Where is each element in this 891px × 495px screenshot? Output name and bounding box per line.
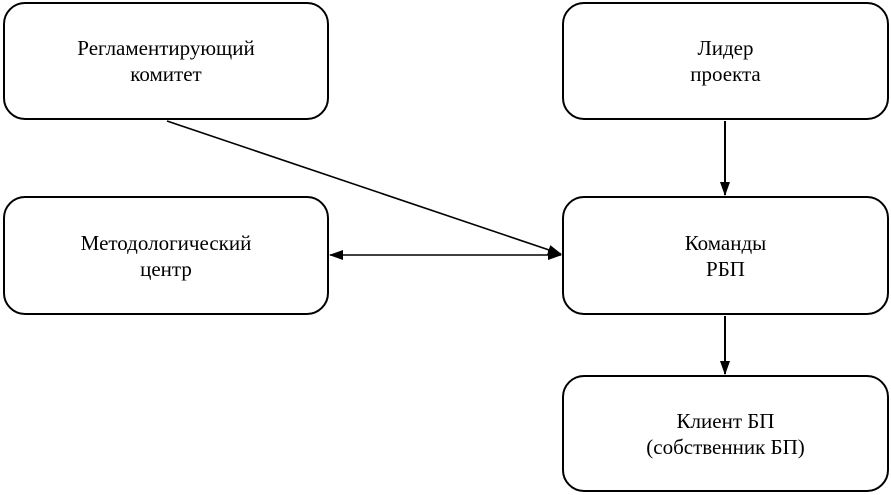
node-label-line: РБП xyxy=(706,256,745,281)
node-bp-client: Клиент БП (собственник БП) xyxy=(562,375,889,492)
node-label-line: Клиент БП xyxy=(676,408,775,433)
node-project-leader: Лидер проекта xyxy=(562,2,889,120)
edge-reg-to-team xyxy=(166,120,562,255)
node-label-line: Регламентирующий xyxy=(77,36,255,60)
node-label-line: (собственник БП) xyxy=(646,434,805,459)
node-label-line: центр xyxy=(140,256,192,281)
node-label-line: проекта xyxy=(690,62,761,86)
node-rbp-teams: Команды РБП xyxy=(562,196,889,315)
node-label-line: Методологический xyxy=(80,230,252,255)
node-regulatory-committee: Регламентирующий комитет xyxy=(3,2,329,120)
node-label-line: Лидер xyxy=(697,36,754,60)
node-label-line: Команды xyxy=(684,230,767,255)
node-methodology-center: Методологический центр xyxy=(3,196,329,315)
node-label-line: комитет xyxy=(130,62,202,86)
